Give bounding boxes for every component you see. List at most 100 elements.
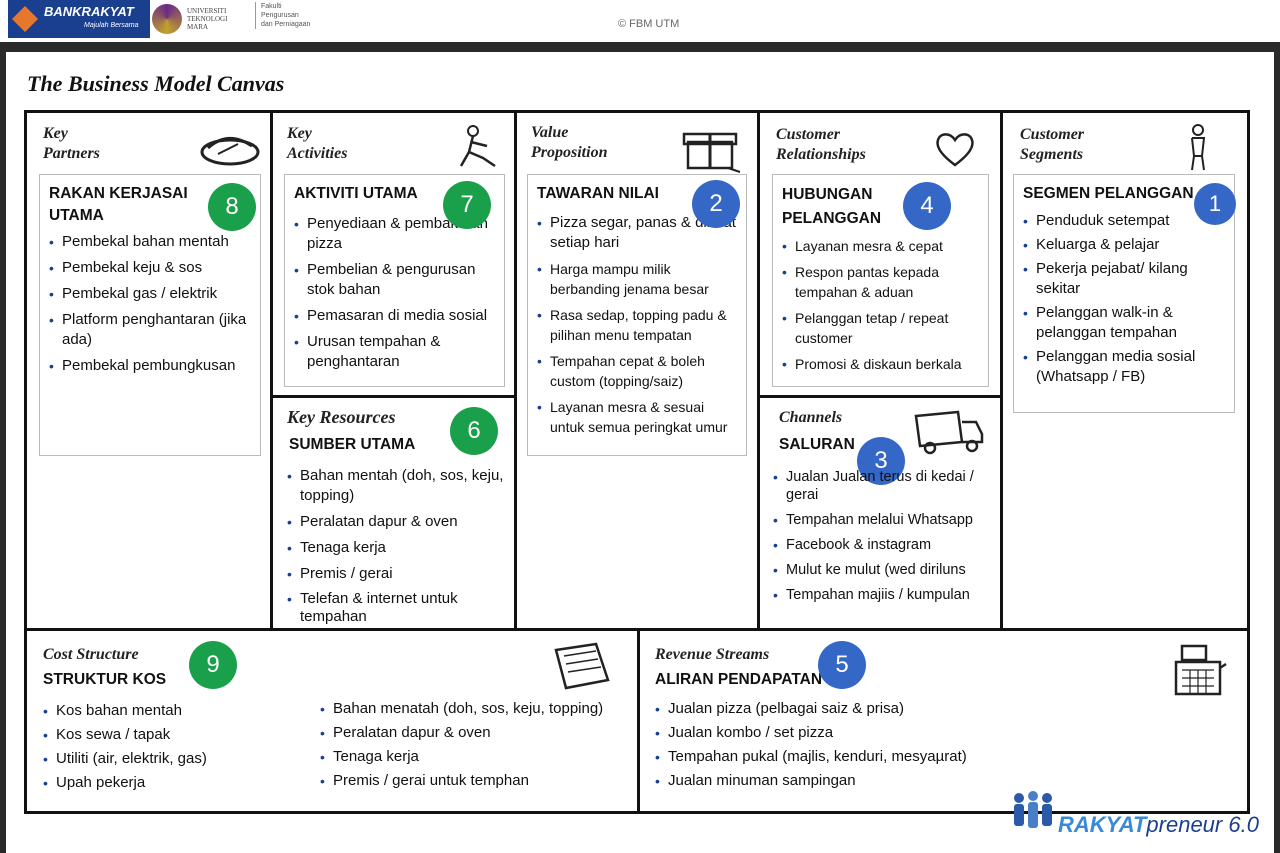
list-item: Premis / gerai <box>287 564 507 584</box>
list-item: Layanan mesra & sesuai untuk semua perin… <box>537 397 738 437</box>
list-item: Telefan & internet untuk tempahan <box>287 590 507 626</box>
list-item: Pembekal pembungkusan <box>49 356 252 376</box>
key-activities-title: AKTIVITI UTAMA <box>294 185 418 202</box>
number-badge-1: 1 <box>1194 183 1236 225</box>
list-item: Tempahan pukal (majlis, kenduri, mesyaµr… <box>655 747 995 767</box>
key-resources-title: SUMBER UTAMA <box>289 436 416 453</box>
cost-structure-list-left: Kos bahan mentah Kos sewa / tapak Utilit… <box>43 701 303 797</box>
key-resources-header: Key Resources <box>287 407 396 427</box>
customer-segments-title: SEGMEN PELANGGAN <box>1023 185 1194 202</box>
cost-structure-header: Cost Structure <box>43 646 139 663</box>
people-group-icon <box>1014 791 1052 828</box>
uitm-name: UNIVERSITI TEKNOLOGI MARA <box>187 7 228 31</box>
truck-icon <box>914 410 984 455</box>
list-item: Pembekal keju & sos <box>49 258 252 278</box>
key-activities-list: Penyediaan & pembakaran pizza Pembelian … <box>294 214 496 372</box>
gift-box-icon <box>682 132 741 173</box>
list-item: Premis / gerai untuk temphan <box>320 771 630 791</box>
copyright-text: © FBM UTM <box>618 18 680 30</box>
list-item: Layanan mesra & cepat <box>782 236 980 256</box>
uitm-crest-icon <box>152 4 182 34</box>
worker-icon <box>459 125 496 168</box>
revenue-streams-header: Revenue Streams <box>655 646 770 663</box>
number-badge-5: 5 <box>818 641 866 689</box>
list-item: Penyediaan & pembakaran pizza <box>294 214 496 254</box>
list-item: Jualan pizza (pelbagai saiz & prisa) <box>655 699 995 719</box>
key-resources-list: Bahan mentah (doh, sos, keju, topping) P… <box>287 466 507 632</box>
bank-rakyat-logo: BANKRAKYAT Majulah Bersama <box>8 0 150 38</box>
number-badge-6: 6 <box>450 407 498 455</box>
channels-list: Jualan Jualan terus di kedai / gerai Tem… <box>773 468 995 611</box>
customer-relationships-title: HUBUNGAN PELANGGAN <box>782 186 882 227</box>
value-proposition-list: Pizza segar, panas & dibuat setiap hari … <box>537 213 738 437</box>
list-item: Pekerja pejabat/ kilang sekitar <box>1023 259 1226 299</box>
list-item: Facebook & instagram <box>773 535 995 555</box>
handshake-icon <box>200 137 260 166</box>
list-item: Platform penghantaran (jika ada) <box>49 310 252 350</box>
list-item: Pelanggan media sosial (Whatsapp / FB) <box>1023 347 1226 387</box>
list-item: Kos bahan mentah <box>43 701 303 721</box>
list-item: Pelanggan walk-in & pelanggan tempahan <box>1023 303 1226 343</box>
paper-document-icon <box>554 642 610 690</box>
cash-register-icon <box>1174 644 1227 696</box>
list-item: Pembekal bahan mentah <box>49 232 252 252</box>
rakyatpreneur-logo: RAKYATpreneur 6.0 <box>1010 790 1270 840</box>
bank-tagline: Majulah Bersama <box>84 22 139 29</box>
number-badge-2: 2 <box>692 180 740 228</box>
list-item: Pemasaran di media sosial <box>294 306 496 326</box>
list-item: Peralatan dapur & oven <box>287 512 507 532</box>
customer-relationships-card: HUBUNGAN PELANGGAN Layanan mesra & cepat… <box>772 174 989 387</box>
cost-structure-list-right: Bahan menatah (doh, sos, keju, topping) … <box>320 699 630 795</box>
list-item: Peralatan dapur & oven <box>320 723 630 743</box>
list-item: Rasa sedap, topping padu & pilihan menu … <box>537 305 738 345</box>
list-item: Jualan minuman sampingan <box>655 771 995 791</box>
list-item: Pelanggan tetap / repeat customer <box>782 308 980 348</box>
channels-title: SALURAN <box>779 436 855 453</box>
list-item: Pizza segar, panas & dibuat setiap hari <box>537 213 738 253</box>
list-item: Urusan tempahan & penghantaran <box>294 332 496 372</box>
bank-name: BANKRAKYAT <box>44 4 134 19</box>
list-item: Pembelian & pengurusan stok bahan <box>294 260 496 300</box>
key-partners-list: Pembekal bahan mentah Pembekal keju & so… <box>49 232 252 376</box>
list-item: Pembekal gas / elektrik <box>49 284 252 304</box>
list-item: Respon pantas kepada tempahan & aduan <box>782 262 980 302</box>
list-item: Penduduk setempat <box>1023 211 1226 231</box>
list-item: Tempahan cepat & boleh custom (topping/s… <box>537 351 738 391</box>
list-item: Tempahan majiis / kumpulan <box>773 585 995 605</box>
revenue-streams-list: Jualan pizza (pelbagai saiz & prisa) Jua… <box>655 699 995 795</box>
bank-rakyat-mark-icon <box>12 6 38 32</box>
list-item: Tenaga kerja <box>320 747 630 767</box>
person-icon <box>1191 124 1206 171</box>
number-badge-4: 4 <box>903 182 951 230</box>
number-badge-9: 9 <box>189 641 237 689</box>
list-item: Bahan mentah (doh, sos, keju, topping) <box>287 466 507 506</box>
list-item: Harga mampu milik berbanding jenama besa… <box>537 259 738 299</box>
customer-segments-list: Penduduk setempat Keluarga & pelajar Pek… <box>1023 211 1226 387</box>
list-item: Upah pekerja <box>43 773 303 793</box>
list-item: Kos sewa / tapak <box>43 725 303 745</box>
revenue-streams-title: ALIRAN PENDAPATAN <box>655 671 823 688</box>
value-proposition-title: TAWARAN NILAI <box>537 185 659 202</box>
number-badge-7: 7 <box>443 181 491 229</box>
fakulti-label: Fakulti Pengurusan dan Perniagaan <box>255 2 310 29</box>
list-item: Promosi & diskaun berkala <box>782 354 980 374</box>
cost-structure-title: STRUKTUR KOS <box>43 671 167 688</box>
list-item: Jualan kombo / set pizza <box>655 723 995 743</box>
number-badge-8: 8 <box>208 183 256 231</box>
list-item: Tempahan melalui Whatsapp <box>773 510 995 530</box>
list-item: Keluarga & pelajar <box>1023 235 1226 255</box>
uitm-logo: UNIVERSITI TEKNOLOGI MARA <box>152 0 248 38</box>
list-item: Utiliti (air, elektrik, gas) <box>43 749 303 769</box>
key-partners-title: RAKAN KERJASAI UTAMA <box>49 185 188 224</box>
page-title: The Business Model Canvas <box>27 71 285 96</box>
top-header-bar: BANKRAKYAT Majulah Bersama UNIVERSITI TE… <box>0 0 1280 42</box>
channels-header: Channels <box>779 409 843 426</box>
customer-relationships-list: Layanan mesra & cepat Respon pantas kepa… <box>782 236 980 374</box>
list-item: Mulut ke mulut (wed diriluns <box>773 560 995 580</box>
heart-icon <box>936 133 974 167</box>
